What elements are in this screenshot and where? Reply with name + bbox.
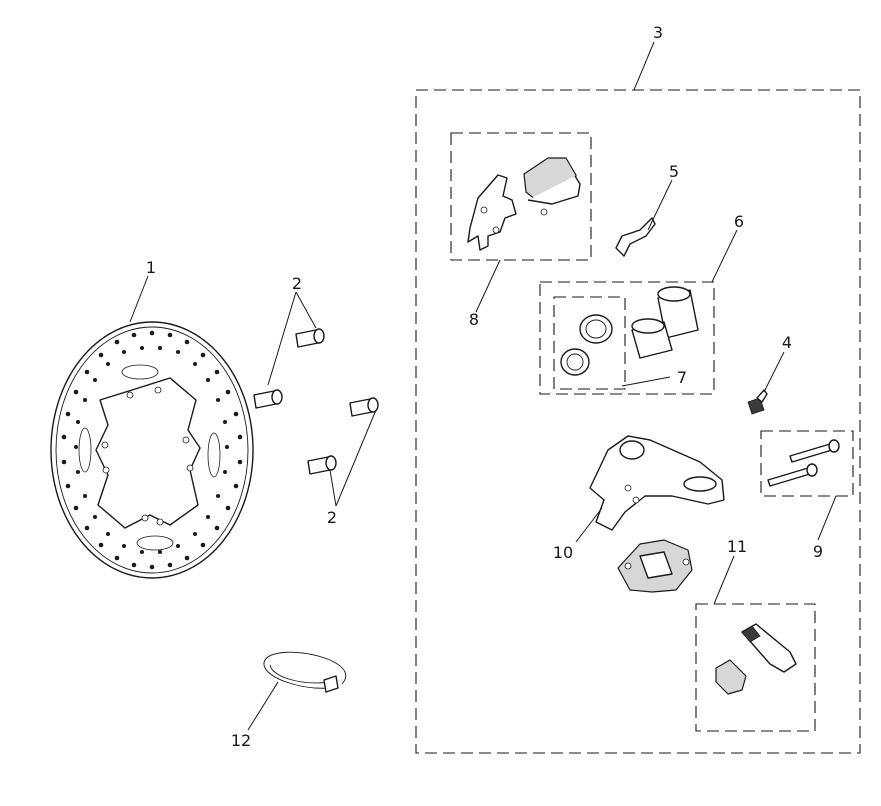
callout-4: 4	[782, 333, 792, 352]
caliper-body	[617, 539, 693, 593]
disc-bolt	[253, 389, 283, 409]
callout-3: 3	[653, 23, 663, 42]
kit-9-boundary	[760, 430, 854, 497]
bleed-nipple	[747, 389, 768, 415]
brake-pad-set	[467, 157, 581, 251]
kit-3-boundary	[415, 89, 861, 754]
callout-1: 1	[146, 258, 156, 277]
caliper-carrier	[589, 435, 725, 531]
callout-7: 7	[677, 368, 687, 387]
callout-9: 9	[813, 542, 823, 561]
kit-7-boundary	[553, 296, 626, 390]
kit-6-boundary	[539, 281, 715, 395]
kit-11-boundary	[695, 603, 816, 732]
callout-8: 8	[469, 310, 479, 329]
brake-disc	[50, 321, 254, 579]
callout-12: 12	[231, 731, 251, 750]
disc-drill-holes	[61, 330, 243, 570]
callout-11: 11	[727, 537, 747, 556]
disc-bolt	[307, 455, 337, 475]
kit-8-boundary	[450, 132, 592, 261]
slide-pin-kit	[715, 623, 797, 695]
callout-6: 6	[734, 212, 744, 231]
callout-2: 2	[292, 274, 302, 293]
callout-10: 10	[553, 543, 573, 562]
piston-seal-kit	[560, 314, 613, 376]
pad-spring	[615, 217, 656, 257]
callout-2: 2	[327, 508, 337, 527]
disc-bolt	[295, 328, 325, 348]
caliper-pins	[767, 439, 840, 487]
callout-5: 5	[669, 162, 679, 181]
disc-bolt	[349, 397, 379, 417]
cable-tie	[263, 651, 347, 693]
caliper-pistons	[631, 286, 699, 359]
